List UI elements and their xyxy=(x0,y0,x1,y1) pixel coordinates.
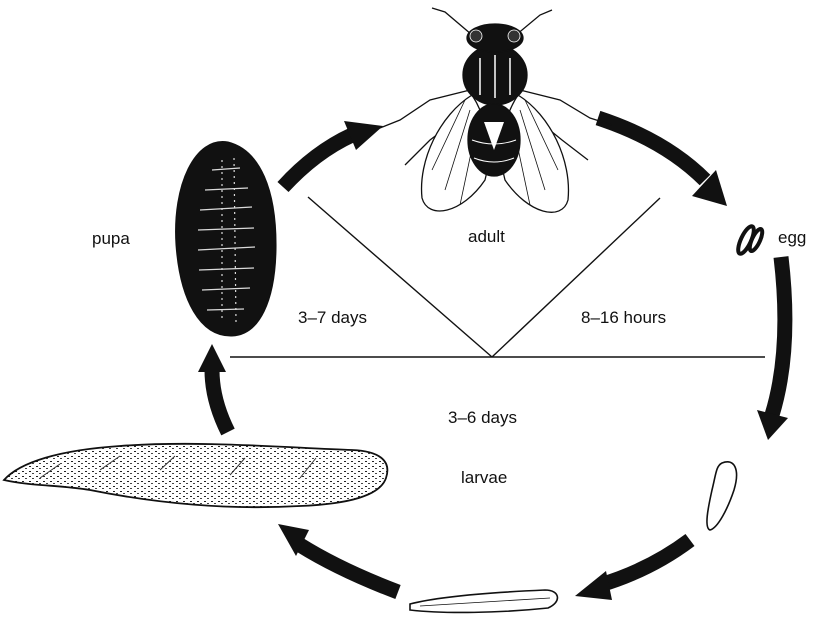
right-diagonal-divider xyxy=(492,198,660,357)
cycle-arrows xyxy=(198,118,788,600)
egg-illustration xyxy=(735,224,765,255)
pupa-illustration xyxy=(176,142,276,337)
larvae-label: larvae xyxy=(461,469,507,486)
arrow-pupa-to-adult xyxy=(283,121,383,187)
mature-larva-illustration xyxy=(4,444,387,507)
arrow-egg-to-larva xyxy=(757,257,788,440)
arrow-larva-to-pupa xyxy=(198,344,228,432)
growing-larva-illustration xyxy=(410,590,557,612)
larval-duration-label: 3–6 days xyxy=(448,409,517,426)
arrow-adult-to-egg xyxy=(598,118,727,206)
egg-label: egg xyxy=(778,229,806,246)
egg-duration-label: 8–16 hours xyxy=(581,309,666,326)
left-diagonal-divider xyxy=(308,197,492,357)
pupa-label: pupa xyxy=(92,230,130,247)
stage-divider-lines xyxy=(230,197,765,357)
adult-label: adult xyxy=(468,228,505,245)
arrow-larva-growth-left xyxy=(278,524,398,592)
pupal-duration-label: 3–7 days xyxy=(298,309,367,326)
young-larva-illustration xyxy=(707,462,737,530)
adult-fly-illustration xyxy=(380,8,612,212)
arrow-larva-growth-right xyxy=(575,540,690,600)
